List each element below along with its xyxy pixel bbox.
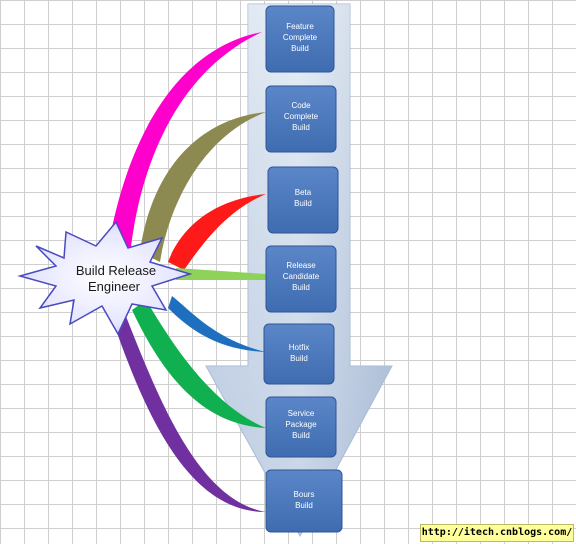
stage-label: Code [291, 101, 311, 110]
stage-label: Complete [283, 33, 318, 42]
stage-label: Build [295, 501, 313, 510]
stage-label: Build [292, 431, 310, 440]
stage-box-release-candidate: Release Candidate Build [265, 245, 337, 313]
stage-label: Service [288, 409, 315, 418]
starburst-shape [17, 220, 193, 336]
stage-box-code-complete: Code Complete Build [265, 85, 337, 153]
center-label-line-2: Engineer [88, 279, 141, 294]
stage-label: Feature [286, 22, 314, 31]
ribbon-feature-complete [108, 32, 262, 256]
stage-label: Package [285, 420, 317, 429]
build-release-engineer-node: Build Release Engineer [17, 220, 193, 336]
stage-label: Bours [294, 490, 315, 499]
stage-box-bours: Bours Build [265, 469, 343, 533]
ribbon-release-candidate [176, 268, 266, 280]
stage-box-beta: Beta Build [267, 166, 339, 234]
ribbon-hotfix [168, 296, 266, 352]
watermark-url: http://itech.cnblogs.com/ [420, 524, 574, 542]
stage-label: Build [292, 283, 310, 292]
stage-label: Build [292, 123, 310, 132]
stage-label: Hotfix [289, 343, 309, 352]
stage-label: Release [286, 261, 316, 270]
stage-label: Candidate [283, 272, 320, 281]
stage-label: Build [291, 44, 309, 53]
center-label-line-1: Build Release [76, 263, 156, 278]
stage-box-service-package: Service Package Build [265, 396, 337, 458]
stage-label: Complete [284, 112, 319, 121]
stage-box-feature-complete: Feature Complete Build [265, 5, 335, 73]
stage-label: Build [294, 199, 312, 208]
stage-box-hotfix: Hotfix Build [263, 323, 335, 385]
stage-label: Build [290, 354, 308, 363]
stage-label: Beta [295, 188, 312, 197]
ribbon-service-package [132, 300, 266, 428]
ribbon-beta [168, 194, 266, 270]
